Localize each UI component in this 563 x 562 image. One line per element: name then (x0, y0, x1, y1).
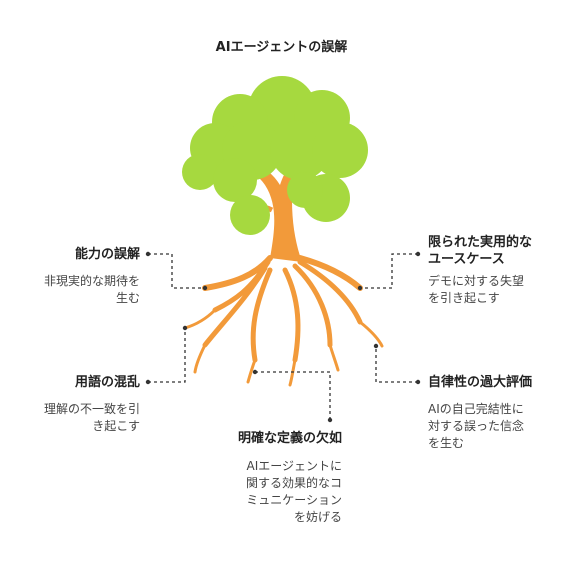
connector-capability (148, 253, 205, 289)
diagram-title: AIエージェントの誤解 (215, 40, 348, 55)
tree-foliage (182, 76, 368, 235)
connector-terminology (148, 328, 186, 383)
desc-line: 生む (115, 291, 140, 305)
desc-line: AIの自己完結性に (428, 402, 524, 416)
connector-usecase (360, 253, 418, 289)
label-line: 限られた実用的な (428, 235, 533, 250)
desc-line: 関する効果的なコ (245, 476, 342, 490)
item-autonomy-label: 自律性の過大評価 (428, 375, 533, 390)
desc-line: ミュニケーション (246, 493, 342, 507)
desc-line: 対する誤った信念 (428, 419, 525, 433)
connector-definition (255, 371, 331, 420)
desc-line: を引き起こす (428, 291, 500, 305)
item-terminology-desc: 理解の不一致を引 き起こす (20, 401, 140, 435)
label-line: ユースケース (428, 252, 505, 267)
item-capability-desc: 非現実的な期待を 生む (20, 273, 140, 307)
connector-dots (145, 251, 421, 423)
item-capability-label: 能力の誤解 (74, 247, 140, 262)
item-usecase-label: 限られた実用的な ユースケース (428, 234, 558, 268)
desc-line: 理解の不一致を引 (43, 402, 140, 416)
item-definition-desc: AIエージェントに 関する効果的なコ ミュニケーション を妨げる (200, 458, 342, 526)
desc-line: AIエージェントに (246, 459, 342, 473)
item-definition-label: 明確な定義の欠如 (237, 431, 342, 446)
desc-line: 非現実的な期待を (43, 274, 140, 288)
desc-line: デモに対する失望 (428, 274, 525, 288)
desc-line: き起こす (92, 419, 140, 433)
desc-line: を妨げる (293, 510, 342, 524)
item-autonomy-desc: AIの自己完結性に 対する誤った信念 を生む (428, 401, 558, 452)
desc-line: を生む (428, 436, 465, 450)
item-terminology-label: 用語の混乱 (74, 375, 140, 390)
tree-roots (183, 255, 384, 387)
connectors (148, 253, 418, 420)
item-usecase-desc: デモに対する失望 を引き起こす (428, 273, 558, 307)
connector-autonomy (375, 346, 418, 383)
